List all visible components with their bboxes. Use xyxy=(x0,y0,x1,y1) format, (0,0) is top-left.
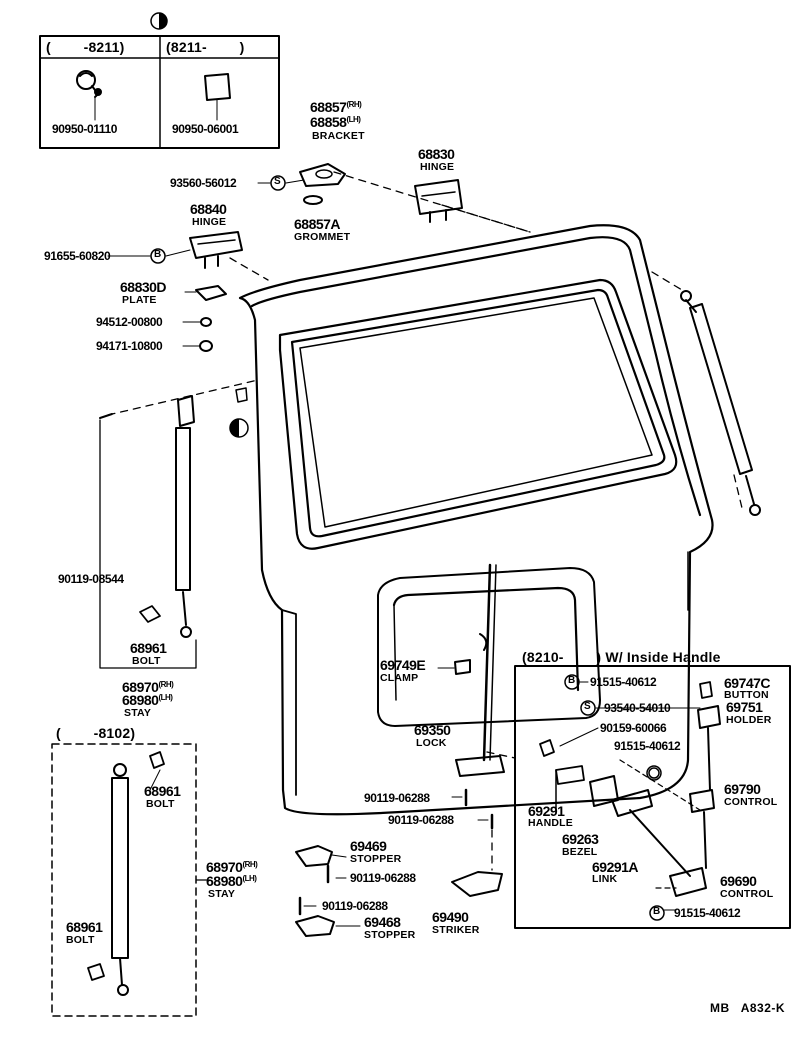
back-door-panel xyxy=(238,224,714,816)
dashed-leaders xyxy=(107,171,743,871)
label-button: BUTTON xyxy=(724,689,769,701)
label-91515-a: 91515-40612 xyxy=(590,675,657,689)
label-stay-a: STAY xyxy=(124,707,152,719)
label-69263: 69263 xyxy=(562,831,599,847)
inset-left-part: 90950-01110 xyxy=(52,122,118,136)
label-stopper-b: STOPPER xyxy=(364,929,416,941)
label-control-2: CONTROL xyxy=(720,888,774,900)
label-94512: 94512-00800 xyxy=(96,315,163,329)
inside-handle-box-art xyxy=(514,665,791,929)
label-68970-b: 68970(RH) xyxy=(206,859,258,875)
label-striker: STRIKER xyxy=(432,924,480,936)
label-grommet: GROMMET xyxy=(294,231,351,243)
label-68961-c: 68961 xyxy=(66,919,103,935)
clip-and-half-circle xyxy=(229,387,249,438)
label-90119-08544: 90119-08544 xyxy=(58,572,124,586)
label-range-8102: ( -8102) xyxy=(56,725,136,741)
fastener-marks xyxy=(150,175,665,921)
label-68970-a: 68970(RH) xyxy=(122,679,174,695)
label-69790: 69790 xyxy=(724,781,761,797)
label-68830d: 68830D xyxy=(120,279,167,295)
seal-pad-icon xyxy=(204,73,231,101)
bolt-mark: B xyxy=(653,906,661,917)
label-90119-06288-a: 90119-06288 xyxy=(364,791,430,805)
label-bolt-c: BOLT xyxy=(66,934,95,946)
label-90119-06288-b: 90119-06288 xyxy=(388,813,454,827)
label-91515-c: 91515-40612 xyxy=(674,906,741,920)
label-69291a: 69291A xyxy=(592,859,639,875)
label-68857: 68857(RH) xyxy=(310,99,362,115)
label-93560: 93560-56012 xyxy=(170,176,237,190)
label-69690: 69690 xyxy=(720,873,757,889)
label-69747c: 69747C xyxy=(724,675,771,691)
label-hinge-right: HINGE xyxy=(420,161,455,173)
screw-mark: S xyxy=(584,701,591,712)
hinge-bracket-group xyxy=(299,163,463,223)
label-68857a: 68857A xyxy=(294,216,341,232)
clip-icon xyxy=(76,70,102,98)
bolt-mark: B xyxy=(154,249,162,260)
label-holder: HOLDER xyxy=(726,714,772,726)
label-stay-b: STAY xyxy=(208,888,236,900)
label-68961-b: 68961 xyxy=(144,783,181,799)
right-stay-strut xyxy=(680,290,761,516)
label-bolt-b: BOLT xyxy=(146,798,175,810)
label-hinge-left: HINGE xyxy=(192,216,227,228)
label-90159: 90159-60066 xyxy=(600,721,667,735)
label-68980-a: 68980(LH) xyxy=(122,692,173,708)
bolt-mark: B xyxy=(568,675,576,686)
label-bezel: BEZEL xyxy=(562,846,598,858)
label-94171: 94171-10800 xyxy=(96,339,163,353)
label-91655: 91655-60820 xyxy=(44,249,111,263)
lock-assembly xyxy=(454,563,505,830)
left-hinge-group xyxy=(189,231,243,352)
label-91515-b: 91515-40612 xyxy=(614,739,681,753)
screw-mark: S xyxy=(274,176,281,187)
label-69468: 69468 xyxy=(364,914,401,930)
label-plate: PLATE xyxy=(122,294,157,306)
left-stay-strut xyxy=(99,395,197,669)
inset-right-range: (8211- ) xyxy=(166,39,245,55)
label-68961-a: 68961 xyxy=(130,640,167,656)
label-68858: 68858(LH) xyxy=(310,114,361,130)
stoppers-striker xyxy=(295,845,503,937)
label-68980-b: 68980(LH) xyxy=(206,873,257,889)
inset-top-boxes xyxy=(39,35,280,149)
label-handle: HANDLE xyxy=(528,817,573,829)
label-93540: 93540-54010 xyxy=(604,701,671,715)
label-68830: 68830 xyxy=(418,146,455,162)
inside-handle-header: (8210- ) W/ Inside Handle xyxy=(522,649,721,665)
label-lock: LOCK xyxy=(416,737,447,749)
solid-leaders xyxy=(107,179,701,927)
inset-left-range: ( -8211) xyxy=(46,39,125,55)
label-link: LINK xyxy=(592,873,618,885)
label-69490: 69490 xyxy=(432,909,469,925)
label-clamp: CLAMP xyxy=(380,672,419,684)
label-bolt-a: BOLT xyxy=(132,655,161,667)
lower-left-stay-box xyxy=(51,743,207,1017)
label-control: CONTROL xyxy=(724,796,778,808)
half-circle-icon-top xyxy=(150,12,168,30)
label-bracket: BRACKET xyxy=(312,130,365,142)
label-69469: 69469 xyxy=(350,838,387,854)
label-68840: 68840 xyxy=(190,201,227,217)
label-69751: 69751 xyxy=(726,699,763,715)
label-69350: 69350 xyxy=(414,722,451,738)
label-69749e: 69749E xyxy=(380,657,426,673)
inset-right-part: 90950-06001 xyxy=(172,122,239,136)
label-90119-06288-c: 90119-06288 xyxy=(350,871,416,885)
label-69291: 69291 xyxy=(528,803,565,819)
label-90119-06288-d: 90119-06288 xyxy=(322,899,388,913)
label-stopper-a: STOPPER xyxy=(350,853,402,865)
diagram-caption: MB A832-K xyxy=(710,1001,786,1015)
